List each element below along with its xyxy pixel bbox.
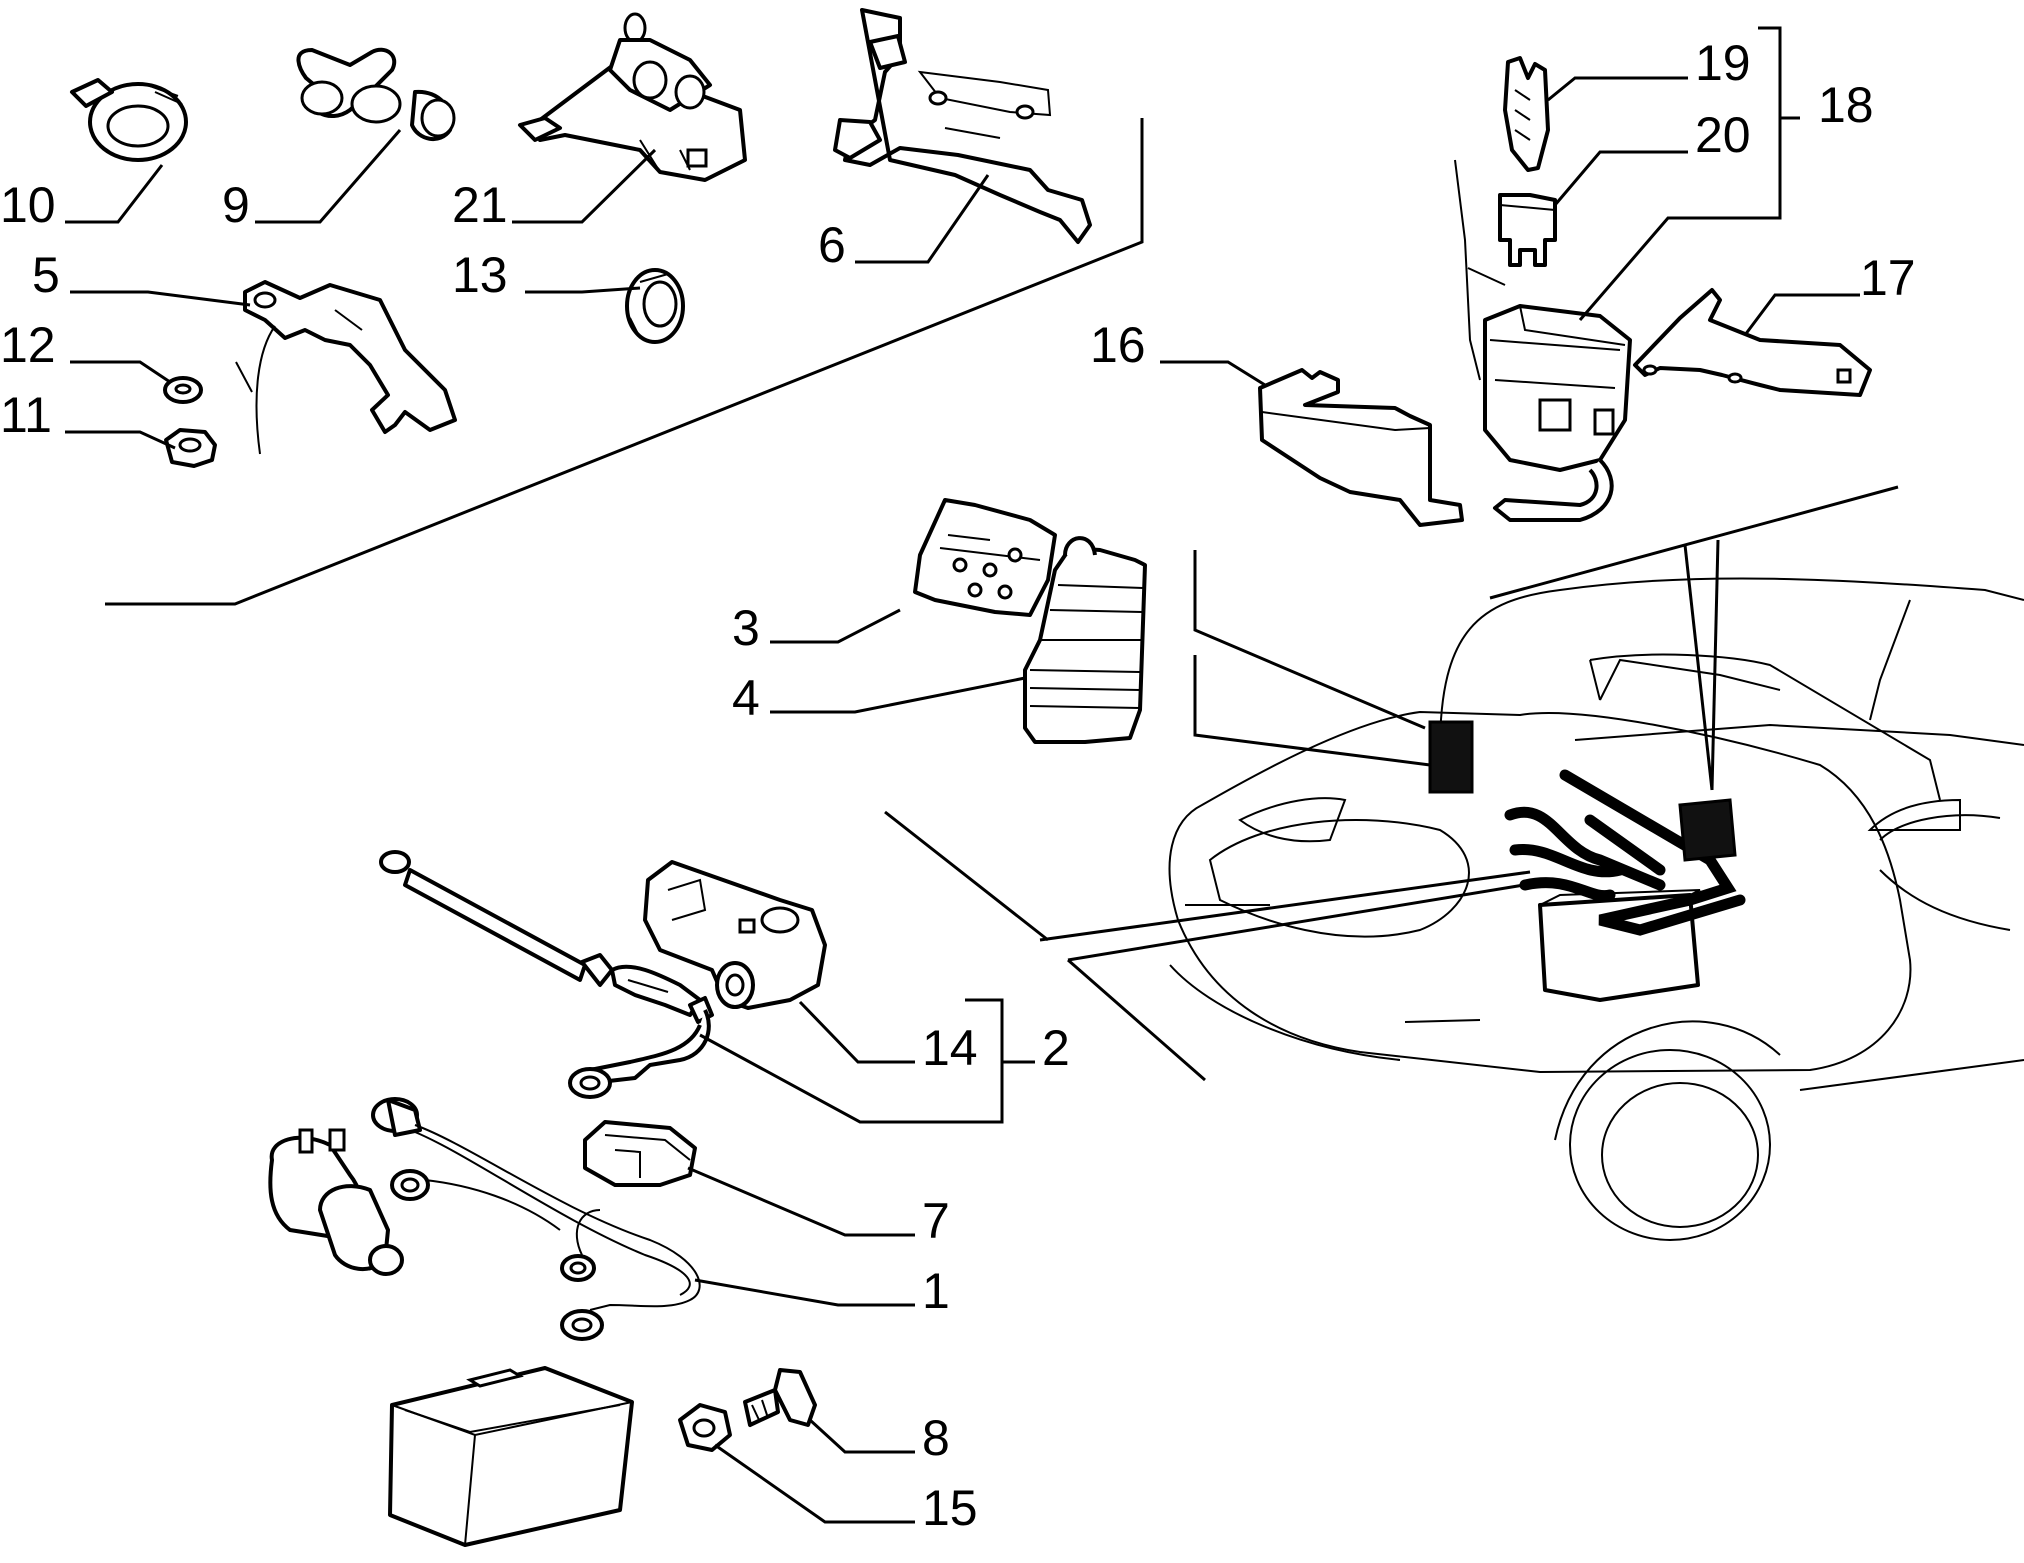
part-1-cable bbox=[371, 1097, 701, 1341]
leader-1 bbox=[694, 1278, 915, 1307]
leader-15 bbox=[714, 1443, 915, 1524]
pointer-harness-1 bbox=[1039, 870, 1531, 942]
callout-20: 20 bbox=[1695, 107, 1751, 163]
part-18-fuse-box bbox=[1454, 159, 1632, 522]
leader-18 bbox=[1578, 118, 1782, 321]
leader-10 bbox=[65, 164, 164, 224]
callout-7: 7 bbox=[922, 1193, 950, 1249]
divider-windshield bbox=[1489, 485, 1899, 600]
leader-14 bbox=[798, 1000, 915, 1064]
starter-motor bbox=[268, 1128, 404, 1276]
part-10-clip bbox=[70, 78, 188, 162]
callout-5: 5 bbox=[32, 247, 60, 303]
leader-6 bbox=[855, 174, 990, 264]
callout-4: 4 bbox=[732, 670, 760, 726]
part-16-bracket bbox=[1258, 368, 1464, 527]
leader-20 bbox=[1553, 150, 1688, 206]
divider-fender-left bbox=[1067, 958, 1206, 1082]
callout-labels: 10 9 21 6 5 12 11 13 19 20 18 17 16 3 4 … bbox=[0, 35, 1916, 1536]
leader-4 bbox=[770, 676, 1026, 714]
car-outline bbox=[1168, 577, 2024, 1241]
callout-16: 16 bbox=[1090, 317, 1146, 373]
part-7-cover bbox=[583, 1120, 697, 1187]
pointer-3 bbox=[1193, 550, 1426, 730]
callout-9: 9 bbox=[222, 177, 250, 233]
callout-1: 1 bbox=[922, 1263, 950, 1319]
callout-21: 21 bbox=[452, 177, 508, 233]
leader-13 bbox=[525, 286, 641, 294]
pointer-fusebox-1 bbox=[1683, 544, 1714, 791]
callout-15: 15 bbox=[922, 1480, 978, 1536]
part-11-nut bbox=[164, 428, 217, 468]
leader-17 bbox=[1743, 293, 1860, 336]
leader-8 bbox=[808, 1418, 915, 1454]
bracket-18 bbox=[1758, 26, 1800, 120]
part-3-relay bbox=[913, 498, 1057, 617]
leader-12 bbox=[70, 360, 171, 384]
callout-18: 18 bbox=[1818, 77, 1874, 133]
part-8-bolt bbox=[743, 1368, 817, 1427]
part-6-bracket bbox=[833, 8, 1092, 244]
part-5-bracket bbox=[235, 280, 457, 455]
leader-7 bbox=[687, 1166, 915, 1237]
leader-9 bbox=[255, 129, 402, 224]
battery bbox=[388, 1366, 634, 1547]
pointer-4 bbox=[1193, 655, 1431, 767]
leader-11 bbox=[65, 430, 176, 450]
part-2-cable bbox=[379, 850, 714, 1099]
bracket-2-14 bbox=[699, 998, 1004, 1124]
pointer-harness-2 bbox=[1067, 882, 1531, 962]
callout-19: 19 bbox=[1695, 35, 1751, 91]
part-9-double-clip bbox=[296, 47, 456, 141]
leader-3 bbox=[770, 608, 901, 644]
callout-3: 3 bbox=[732, 600, 760, 656]
leader-19 bbox=[1547, 76, 1688, 102]
car-harness bbox=[1428, 720, 1746, 936]
divider-upper-left bbox=[105, 118, 1144, 606]
pointer-lines bbox=[1039, 539, 1720, 962]
divider-hood-left bbox=[884, 810, 1049, 942]
part-19-clip bbox=[1503, 56, 1550, 172]
part-4-control-unit bbox=[1023, 536, 1147, 744]
part-17-bracket bbox=[1633, 288, 1872, 397]
callout-2: 2 bbox=[1042, 1020, 1070, 1076]
divider-lines bbox=[105, 118, 1899, 1082]
leader-5 bbox=[70, 290, 251, 307]
callout-17: 17 bbox=[1860, 250, 1916, 306]
callout-13: 13 bbox=[452, 247, 508, 303]
part-14-fuse-holder bbox=[643, 860, 827, 1010]
callout-11: 11 bbox=[0, 387, 52, 443]
pointer-fusebox-2 bbox=[1710, 539, 1720, 791]
part-15-nut bbox=[678, 1403, 732, 1452]
leader-16 bbox=[1160, 360, 1266, 387]
callout-6: 6 bbox=[818, 217, 846, 273]
callout-12: 12 bbox=[0, 317, 56, 373]
callout-10: 10 bbox=[0, 177, 56, 233]
part-12-washer bbox=[163, 376, 203, 404]
leader-21 bbox=[512, 148, 657, 224]
callout-8: 8 bbox=[922, 1410, 950, 1466]
part-20-fuse bbox=[1498, 193, 1557, 267]
part-13-clamp bbox=[625, 268, 685, 344]
callout-14: 14 bbox=[922, 1020, 978, 1076]
leader-lines bbox=[65, 26, 1860, 1524]
part-21-bracket bbox=[518, 12, 747, 182]
